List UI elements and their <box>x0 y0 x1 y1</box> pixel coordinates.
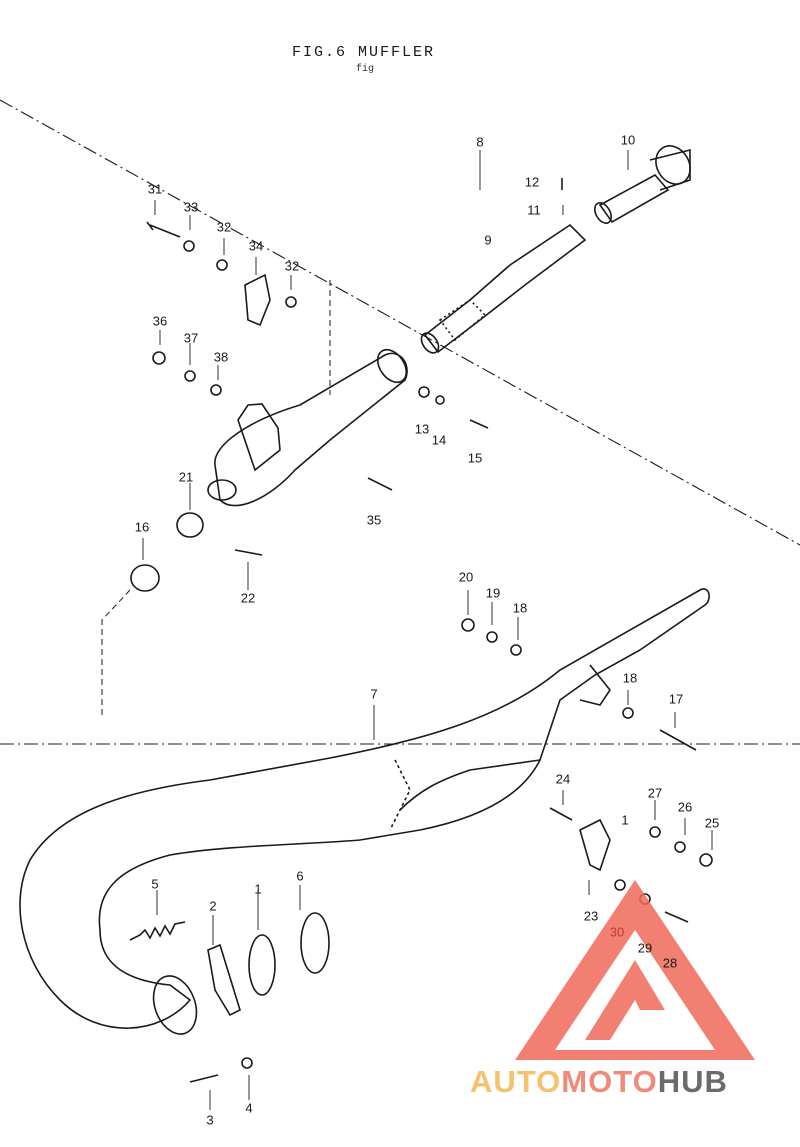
tail-pipe <box>594 145 691 224</box>
bolt-22 <box>234 549 263 556</box>
washer-38 <box>210 384 222 396</box>
bolt-17 <box>659 729 697 751</box>
inner-pipe <box>420 223 587 354</box>
callout-32b: 32 <box>284 258 300 274</box>
callout-21: 21 <box>178 469 194 485</box>
figure-title: FIG.6 MUFFLER <box>292 44 436 61</box>
callout-29: 29 <box>637 940 653 956</box>
callout-9: 9 <box>484 232 492 248</box>
callout-14: 14 <box>431 432 447 448</box>
callout-4: 4 <box>245 1100 253 1116</box>
washer-30 <box>614 879 626 891</box>
callout-23: 23 <box>583 908 599 924</box>
nut-33 <box>183 240 195 252</box>
spring <box>129 921 186 941</box>
clamp <box>176 512 204 538</box>
callout-28: 28 <box>662 955 678 971</box>
callout-33: 33 <box>183 199 199 215</box>
gasket-16 <box>130 564 160 592</box>
nut-14 <box>435 395 445 405</box>
silencer-body <box>207 348 408 507</box>
bracket-34 <box>244 273 271 327</box>
callout-5: 5 <box>151 876 159 892</box>
callout-2: 2 <box>209 898 217 914</box>
center-line-upper <box>0 99 800 546</box>
washer-19 <box>486 631 498 643</box>
washer-32a <box>216 259 228 271</box>
bolt-3 <box>189 1074 219 1083</box>
watermark-logo: AUTOMOTOHUB <box>470 1064 728 1100</box>
callout-6: 6 <box>296 868 304 884</box>
callout-30: 30 <box>609 924 625 940</box>
washer-18a <box>510 644 522 656</box>
callout-34: 34 <box>248 238 264 254</box>
callout-12: 12 <box>524 174 540 190</box>
nut-20 <box>461 618 475 632</box>
nut-25 <box>699 853 713 867</box>
callout-1a: 1 <box>254 881 262 897</box>
callout-19: 19 <box>485 585 501 601</box>
washer-37 <box>184 370 196 382</box>
nut-4 <box>241 1057 253 1069</box>
bolt-24 <box>549 807 573 821</box>
callout-25: 25 <box>704 815 720 831</box>
callout-35: 35 <box>366 512 382 528</box>
callout-38: 38 <box>213 349 229 365</box>
bolt-31 <box>146 221 181 238</box>
bracket-23 <box>579 818 611 872</box>
callout-27: 27 <box>647 785 663 801</box>
callout-24: 24 <box>555 771 571 787</box>
figure-subtitle: fig <box>356 64 375 75</box>
washer-27 <box>649 826 661 838</box>
callout-26: 26 <box>677 799 693 815</box>
callout-31: 31 <box>147 181 163 197</box>
logo-part-hub: HUB <box>657 1064 728 1099</box>
callout-16: 16 <box>134 519 150 535</box>
callout-8: 8 <box>476 134 484 150</box>
watermark-triangle <box>515 880 755 1060</box>
callout-1b: 1 <box>621 812 629 828</box>
callout-36: 36 <box>152 313 168 329</box>
callout-20: 20 <box>458 569 474 585</box>
nut-13 <box>418 386 430 398</box>
cover-2 <box>207 943 241 1017</box>
washer-26 <box>674 841 686 853</box>
callout-11: 11 <box>527 202 541 218</box>
nut-36 <box>152 351 166 365</box>
expansion-chamber <box>19 588 710 1035</box>
washer-32b <box>285 296 297 308</box>
gasket-1 <box>248 934 276 996</box>
logo-part-auto: AUTO <box>470 1064 562 1099</box>
bolt-15 <box>469 419 489 429</box>
callout-32a: 32 <box>216 219 232 235</box>
callout-15: 15 <box>467 450 483 466</box>
washer-18b <box>622 707 634 719</box>
callout-10: 10 <box>620 132 636 148</box>
logo-part-moto: MOTO <box>561 1064 658 1099</box>
leader-line-16 <box>101 589 131 718</box>
gasket-6 <box>300 912 330 974</box>
callout-22: 22 <box>240 590 256 606</box>
callout-37: 37 <box>183 330 199 346</box>
callout-18b: 18 <box>622 670 638 686</box>
callout-3: 3 <box>206 1112 214 1128</box>
callout-18a: 18 <box>512 600 528 616</box>
callout-17: 17 <box>668 691 684 707</box>
callout-13: 13 <box>414 421 430 437</box>
callout-7: 7 <box>370 686 378 702</box>
bolt-35 <box>367 477 393 491</box>
bolt-28 <box>664 911 689 923</box>
